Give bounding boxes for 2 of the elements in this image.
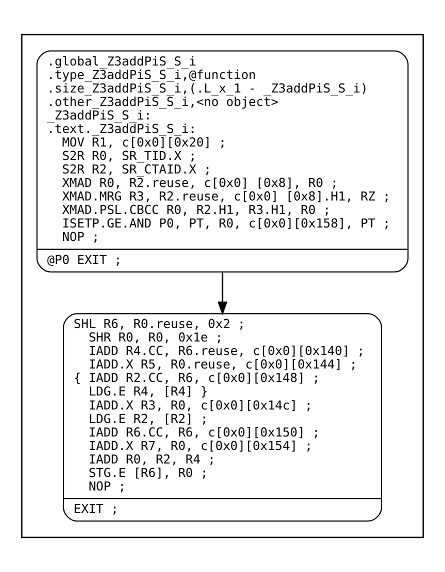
arrow	[218, 272, 228, 316]
cluster	[21, 34, 424, 538]
